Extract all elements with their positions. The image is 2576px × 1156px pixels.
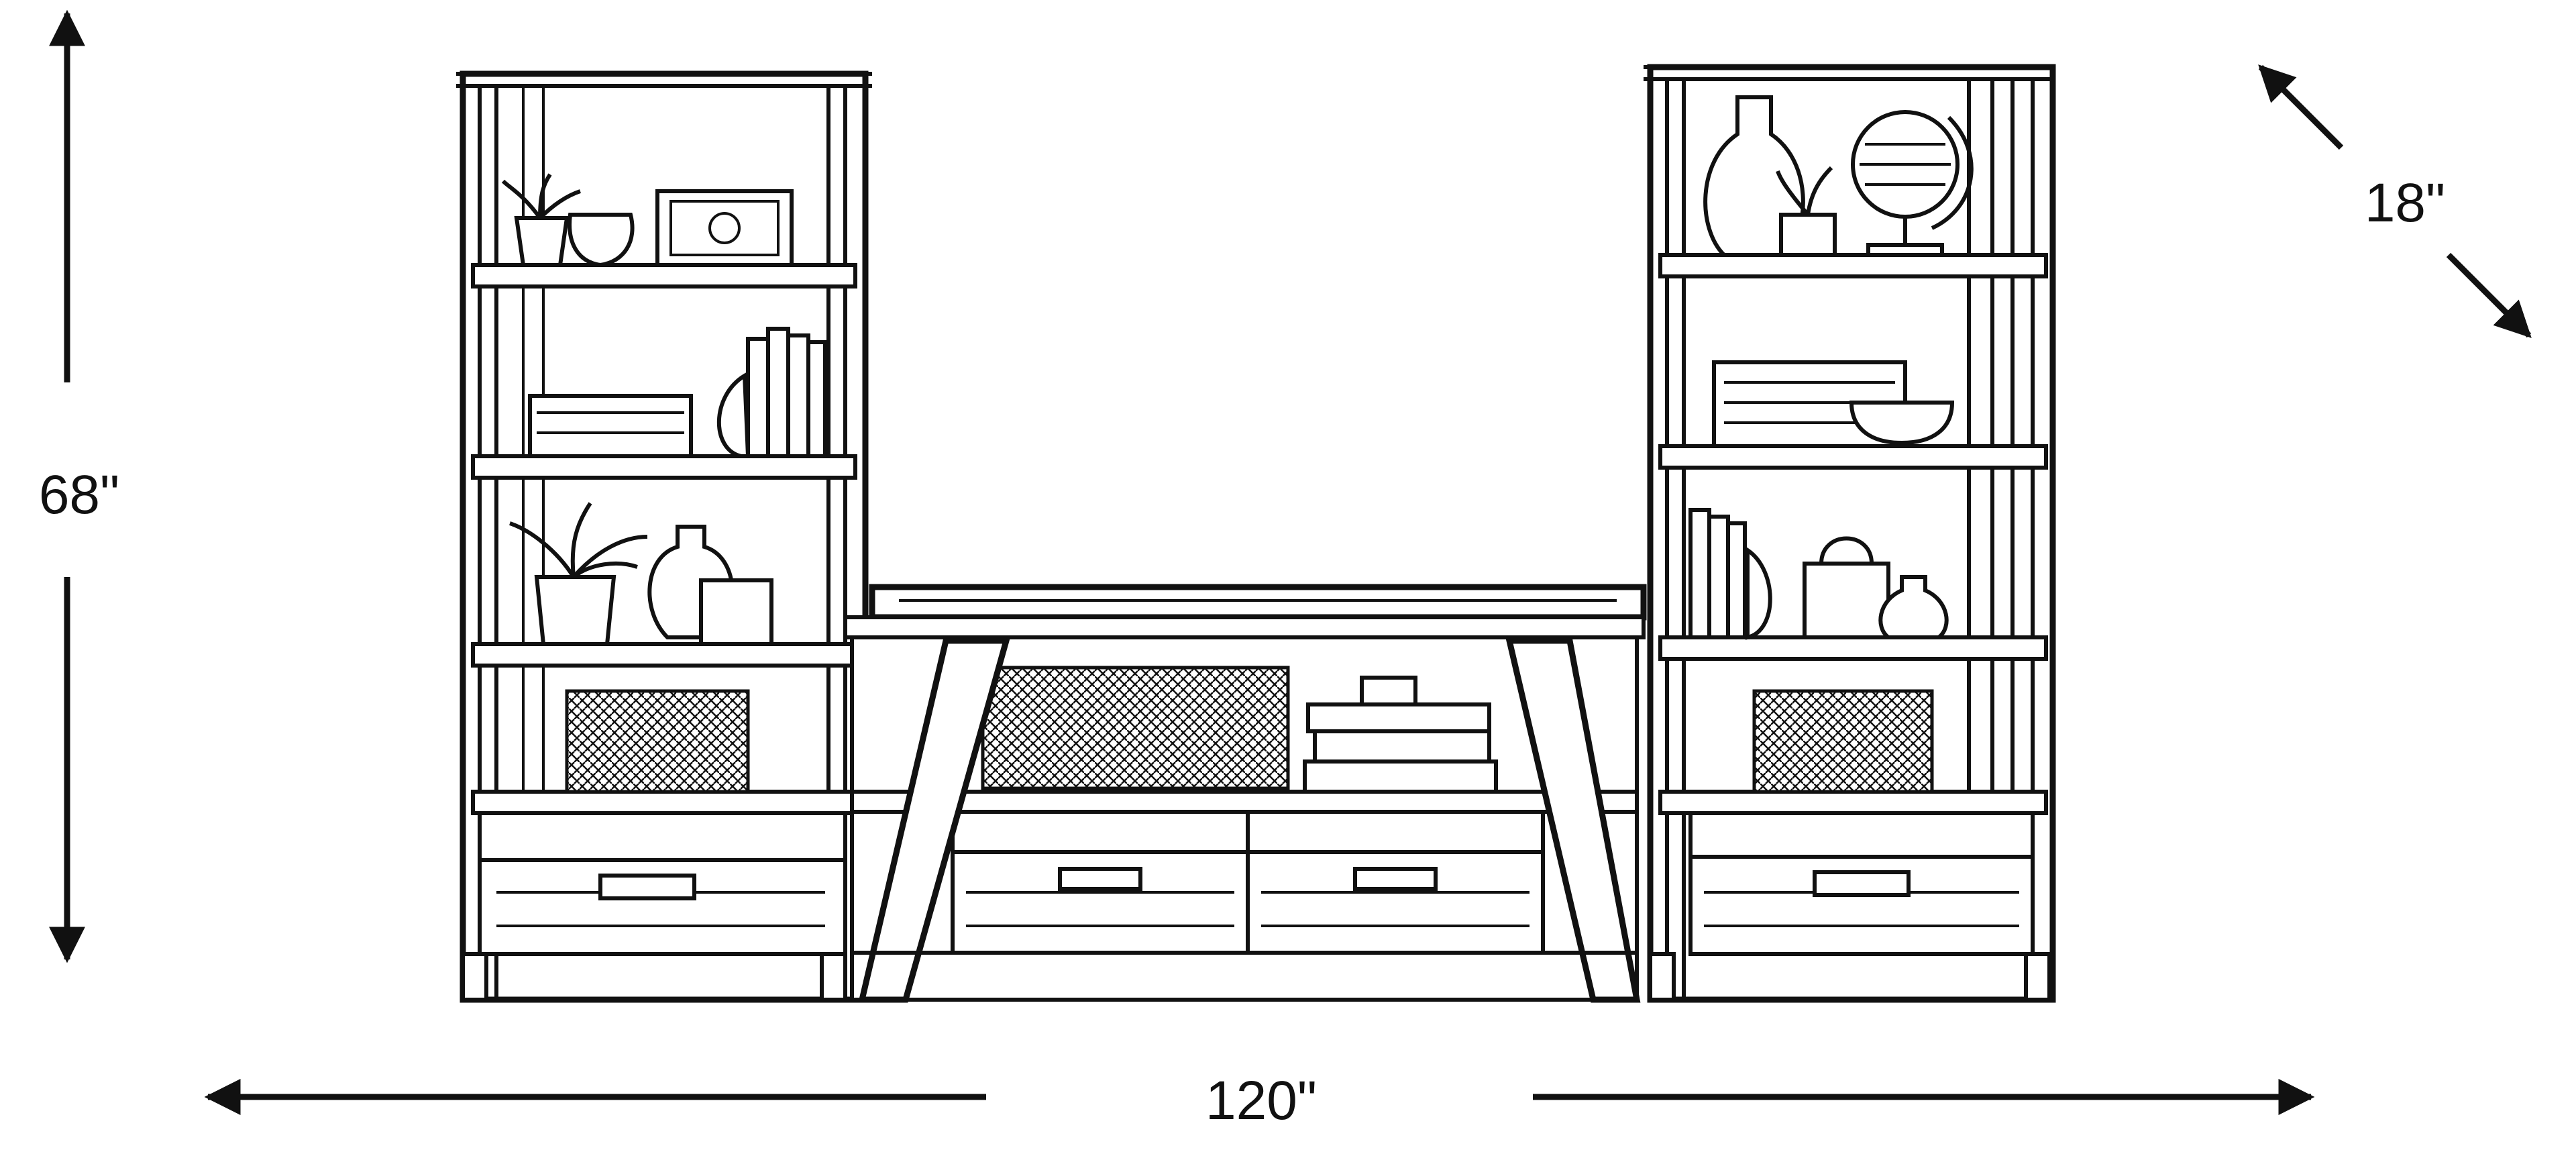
left-bottom-basket xyxy=(565,689,750,794)
width-label: 120" xyxy=(1205,1070,1317,1131)
left-shelf2-box xyxy=(528,394,693,458)
left-top-plant xyxy=(501,173,581,267)
width-dimension: 120" xyxy=(204,1070,2315,1131)
right-bottom-basket xyxy=(1752,689,1934,794)
left-shelf2-books xyxy=(746,327,827,458)
depth-arrow-lower xyxy=(2446,252,2532,338)
left-shelf3-jar xyxy=(699,578,773,646)
tv-console xyxy=(843,584,1647,1003)
right-shelf2-bowl xyxy=(1849,401,1955,445)
depth-arrow-upper xyxy=(2258,64,2344,150)
depth-label: 18" xyxy=(2365,172,2445,233)
console-books xyxy=(1303,676,1498,794)
height-label: 68" xyxy=(39,464,119,525)
right-shelf3-jar xyxy=(1803,562,1890,639)
right-shelf3-vase xyxy=(1746,546,1772,640)
right-bookcase xyxy=(1644,64,2056,1003)
right-shelf3-books xyxy=(1688,508,1747,639)
left-top-bowl xyxy=(568,213,635,268)
height-dimension: 68" xyxy=(39,9,119,963)
depth-dimension: 18" xyxy=(2258,64,2532,338)
left-bookcase xyxy=(456,70,872,1003)
console-leg-left xyxy=(858,637,1010,1003)
right-top-plant xyxy=(1776,166,1837,257)
right-top-globe xyxy=(1851,110,1974,257)
left-shelf2-vase xyxy=(716,372,751,458)
console-leg-right xyxy=(1505,637,1641,1003)
right-shelf3-small-vase xyxy=(1878,575,1949,639)
console-basket xyxy=(981,666,1290,790)
left-shelf3-plant xyxy=(509,502,648,646)
